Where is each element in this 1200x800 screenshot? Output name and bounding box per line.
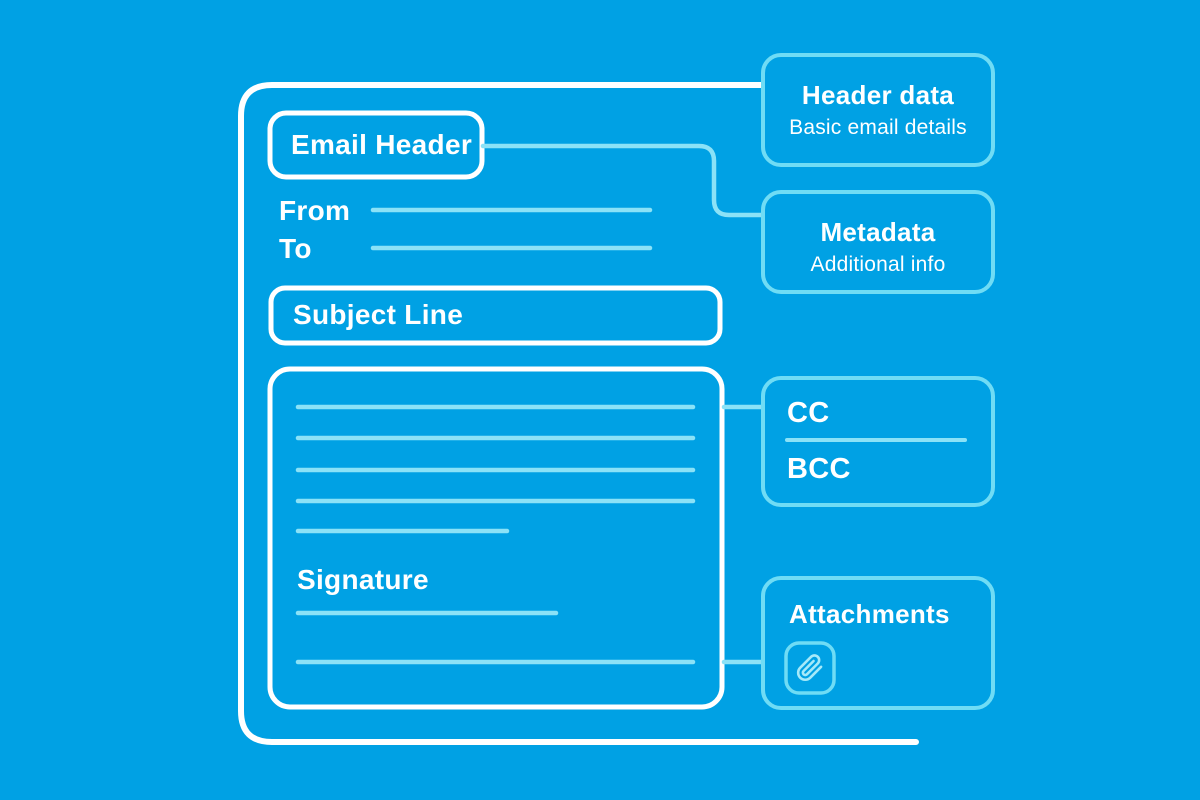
email-header-label: Email Header xyxy=(291,129,473,160)
attachments-title: Attachments xyxy=(789,599,950,629)
header-data-subtitle: Basic email details xyxy=(789,116,967,139)
cc-label: CC xyxy=(787,397,830,429)
subject-line-box xyxy=(268,285,723,346)
header-data-panel xyxy=(761,53,995,167)
attachments-panel xyxy=(761,576,995,710)
cc-bcc-panel xyxy=(761,376,995,507)
email-body-box xyxy=(267,366,725,710)
header-data-title: Header data xyxy=(801,80,955,110)
connector-header-to-metadata xyxy=(480,143,764,218)
metadata-title: Metadata xyxy=(820,217,936,247)
attachment-icon-tile xyxy=(784,641,836,695)
metadata-panel xyxy=(761,190,995,294)
to-label: To xyxy=(279,233,312,264)
from-label: From xyxy=(279,195,351,226)
email-container-outline xyxy=(238,82,919,745)
bcc-label: BCC xyxy=(787,453,851,485)
paperclip-icon xyxy=(796,654,823,682)
metadata-subtitle: Additional info xyxy=(810,253,946,276)
signature-label: Signature xyxy=(297,564,429,595)
subject-line-label: Subject Line xyxy=(293,299,464,330)
